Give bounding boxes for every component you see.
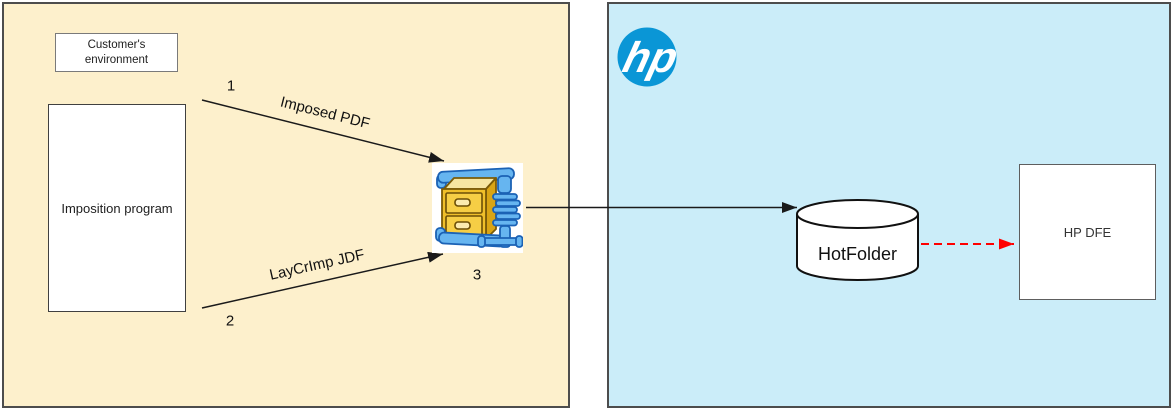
hp-logo-text: hp — [618, 34, 678, 82]
imposition-program-box: Imposition program — [48, 104, 186, 312]
hp-dfe-label: HP DFE — [1063, 224, 1112, 240]
step-1-number: 1 — [226, 77, 236, 95]
customer-environment-box: Customer's environment — [55, 33, 178, 72]
hp-logo-icon: hp — [617, 27, 678, 87]
hotfolder-label: HotFolder — [817, 244, 898, 264]
hotfolder-cylinder — [796, 199, 919, 281]
customer-environment-label: Customer's environment — [84, 38, 149, 66]
hp-dfe-box: HP DFE — [1019, 164, 1156, 300]
step-3-number: 3 — [472, 266, 482, 284]
step-2-number: 2 — [225, 312, 235, 330]
winzip-icon — [432, 163, 523, 253]
imposition-program-label: Imposition program — [61, 200, 173, 216]
